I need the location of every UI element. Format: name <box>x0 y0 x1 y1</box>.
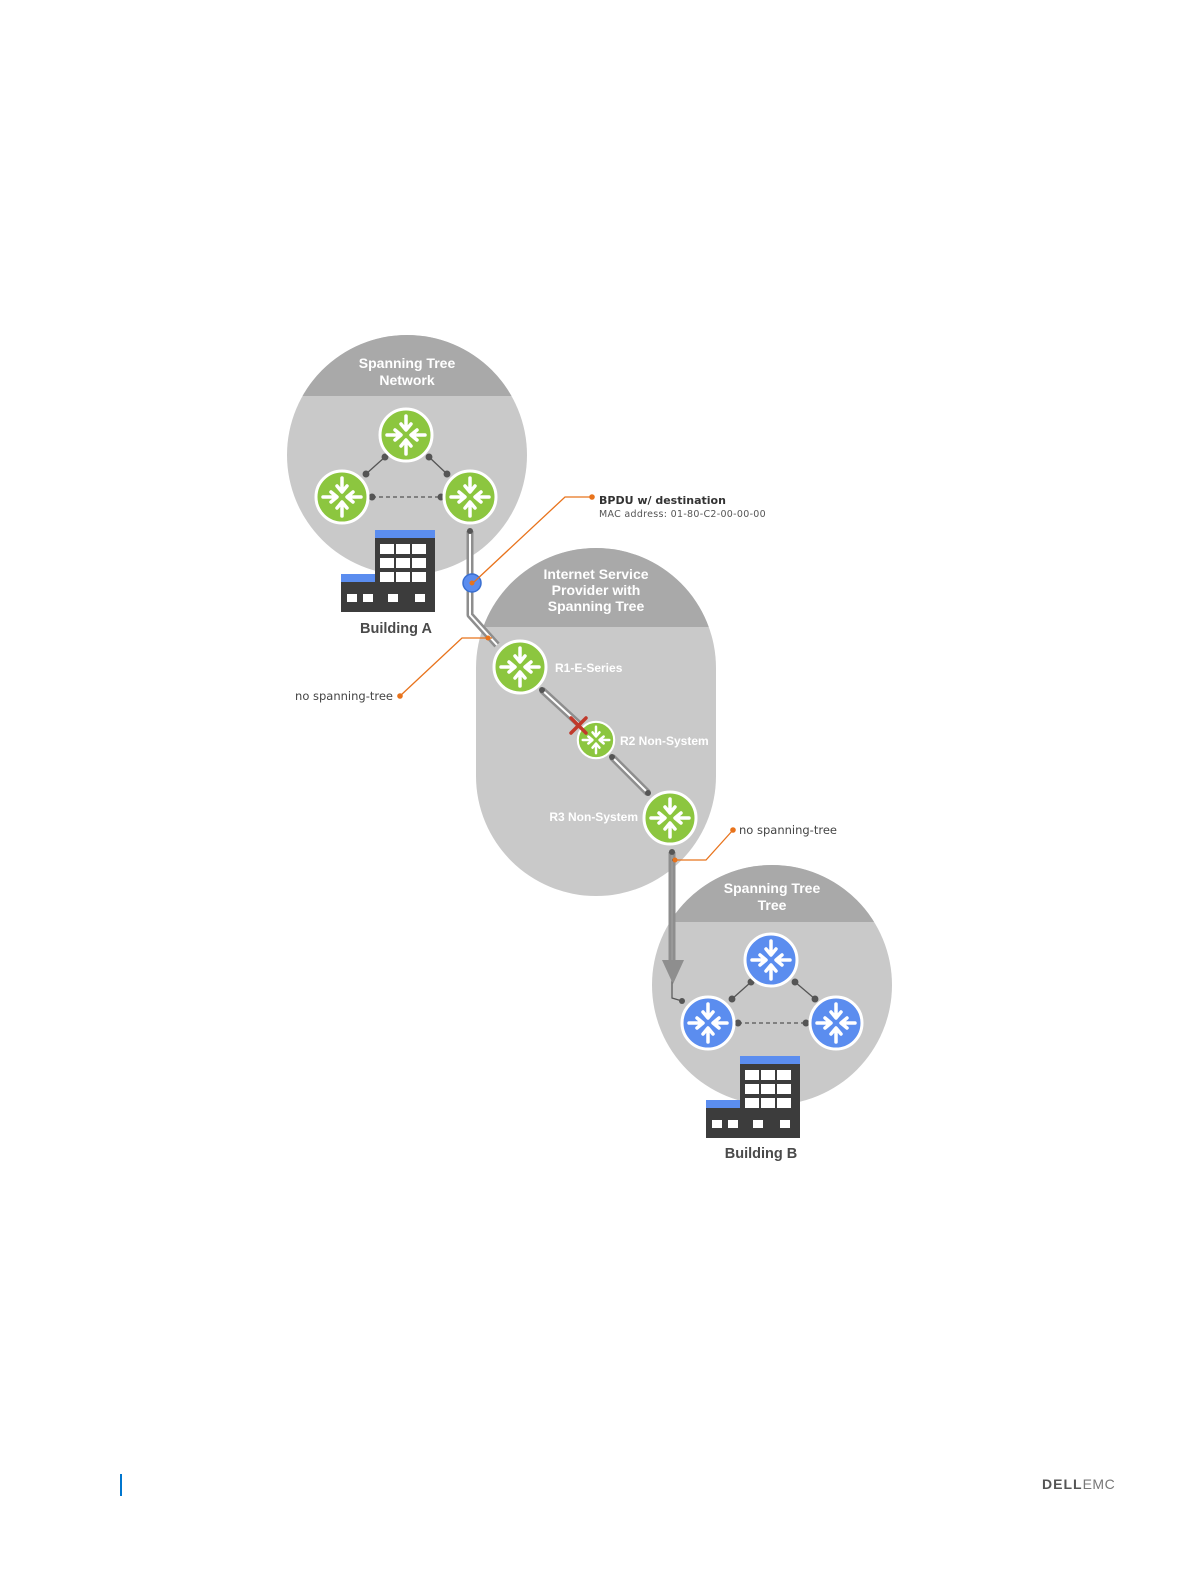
callout-no-stp-left-text: no spanning-tree <box>295 689 393 703</box>
zone-title-bottom-line2: Tree <box>758 897 787 913</box>
zone-title-top-line1: Spanning Tree <box>359 355 456 371</box>
footer-accent-bar <box>120 1474 122 1496</box>
building-b-label: Building B <box>725 1146 798 1162</box>
zone-title-isp-line3: Spanning Tree <box>548 598 645 614</box>
node-label-r3: R3 Non-System <box>549 810 638 824</box>
zone-title-bottom-line1: Spanning Tree <box>724 880 821 896</box>
router-icon-top-2 <box>316 471 368 523</box>
bpdu-marker-icon <box>463 574 481 592</box>
router-icon-top-1 <box>380 409 432 461</box>
router-icon-bottom-3 <box>810 997 862 1049</box>
callout-no-stp-right-text: no spanning-tree <box>739 823 837 837</box>
router-icon-bottom-2 <box>682 997 734 1049</box>
router-icon-r3 <box>644 792 696 844</box>
callout-no-stp-left: no spanning-tree <box>295 636 492 704</box>
node-label-r2: R2 Non-System <box>620 734 709 748</box>
zone-isp: Internet Service Provider with Spanning … <box>470 540 730 896</box>
router-icon-r2 <box>578 722 614 758</box>
building-a-label: Building A <box>360 621 432 637</box>
node-label-r1: R1-E-Series <box>555 661 623 675</box>
zone-title-top-line2: Network <box>379 372 434 388</box>
zone-title-isp-line2: Provider with <box>552 582 641 598</box>
router-icon-r1 <box>494 641 546 693</box>
dell-emc-logo: DELLEMC <box>1042 1476 1115 1492</box>
router-icon-bottom-1 <box>745 934 797 986</box>
callout-bpdu-title: BPDU w/ destination <box>599 494 726 507</box>
router-icon-top-3 <box>444 471 496 523</box>
brand-light: EMC <box>1083 1476 1116 1492</box>
brand-bold: DELL <box>1042 1476 1083 1492</box>
zone-title-isp-line1: Internet Service <box>543 566 648 582</box>
callout-bpdu-mac: MAC address: 01-80-C2-00-00-00 <box>599 509 766 520</box>
